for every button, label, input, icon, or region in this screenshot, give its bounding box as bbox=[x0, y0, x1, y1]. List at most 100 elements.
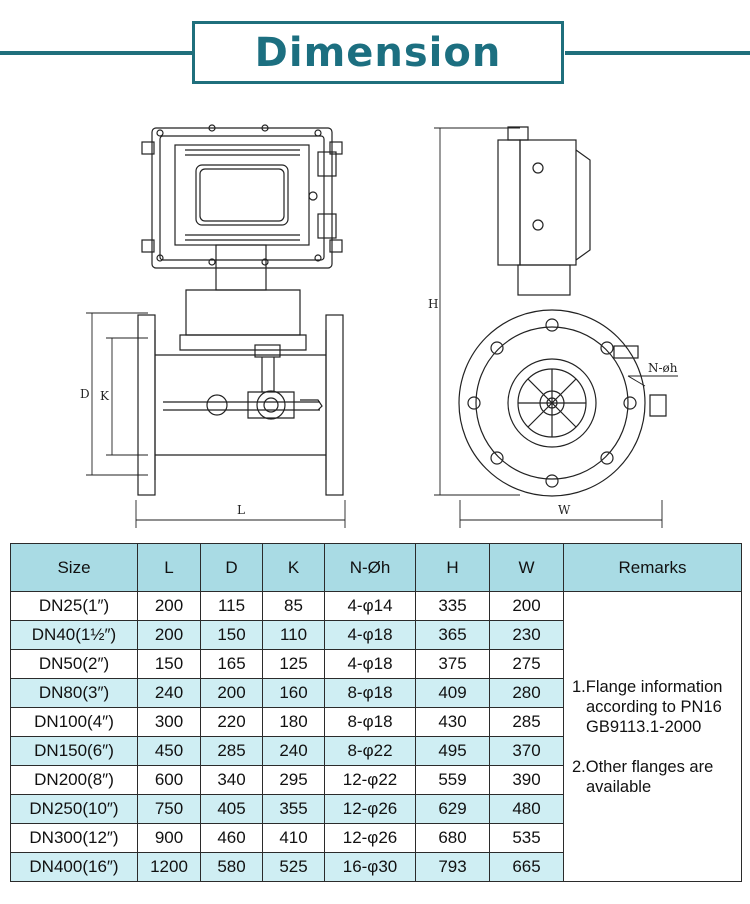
cell-size: DN50(2″) bbox=[10, 649, 138, 679]
cell-d: 115 bbox=[200, 591, 263, 621]
cell-n-oh: 4-φ14 bbox=[324, 591, 416, 621]
cell-d: 340 bbox=[200, 765, 263, 795]
cell-l: 900 bbox=[137, 823, 201, 853]
cell-h: 365 bbox=[415, 620, 490, 650]
cell-k: 125 bbox=[262, 649, 325, 679]
cell-size: DN40(1½″) bbox=[10, 620, 138, 650]
cell-h: 409 bbox=[415, 678, 490, 708]
cell-d: 405 bbox=[200, 794, 263, 824]
cell-d: 580 bbox=[200, 852, 263, 882]
cell-d: 200 bbox=[200, 678, 263, 708]
col-header-d: D bbox=[200, 543, 263, 592]
cell-w: 535 bbox=[489, 823, 564, 853]
cell-l: 600 bbox=[137, 765, 201, 795]
cell-k: 110 bbox=[262, 620, 325, 650]
dimension-drawing: L D K H W N-øh bbox=[80, 124, 678, 528]
cell-h: 680 bbox=[415, 823, 490, 853]
label-holes: N-øh bbox=[648, 361, 678, 375]
table-row: DN400(16″) 1200 580 525 16-φ30 793 665 bbox=[10, 852, 742, 882]
remark-2-line-2: available bbox=[586, 777, 652, 796]
cell-l: 150 bbox=[137, 649, 201, 679]
cell-size: DN200(8″) bbox=[10, 765, 138, 795]
cell-k: 240 bbox=[262, 736, 325, 766]
cell-d: 220 bbox=[200, 707, 263, 737]
cell-w: 285 bbox=[489, 707, 564, 737]
cell-k: 355 bbox=[262, 794, 325, 824]
cell-d: 285 bbox=[200, 736, 263, 766]
cell-size: DN250(10″) bbox=[10, 794, 138, 824]
col-header-remarks: Remarks bbox=[563, 543, 742, 592]
cell-h: 375 bbox=[415, 649, 490, 679]
cell-l: 300 bbox=[137, 707, 201, 737]
cell-h: 495 bbox=[415, 736, 490, 766]
col-header-h: H bbox=[415, 543, 490, 592]
cell-size: DN25(1″) bbox=[10, 591, 138, 621]
header-rule-left bbox=[0, 51, 193, 55]
table-row: DN300(12″) 900 460 410 12-φ26 680 535 bbox=[10, 823, 742, 853]
label-flange-diameter: D bbox=[80, 387, 90, 401]
table-row: DN25(1″) 200 115 85 4-φ14 335 200 1.Flan… bbox=[10, 591, 742, 882]
cell-h: 629 bbox=[415, 794, 490, 824]
table-row: DN250(10″) 750 405 355 12-φ26 629 480 bbox=[10, 794, 742, 824]
cell-k: 180 bbox=[262, 707, 325, 737]
cell-w: 280 bbox=[489, 678, 564, 708]
col-header-size: Size bbox=[10, 543, 138, 592]
cell-k: 160 bbox=[262, 678, 325, 708]
cell-l: 200 bbox=[137, 620, 201, 650]
remark-1-line-2: according to PN16 bbox=[586, 697, 722, 716]
cell-h: 793 bbox=[415, 852, 490, 882]
cell-n-oh: 12-φ26 bbox=[324, 823, 416, 853]
cell-size: DN300(12″) bbox=[10, 823, 138, 853]
remark-1-line-1: 1.Flange information bbox=[572, 677, 723, 696]
remarks-cell: 1.Flange information according to PN16 G… bbox=[563, 591, 742, 882]
page-title: Dimension bbox=[254, 29, 502, 76]
label-height: H bbox=[428, 297, 438, 311]
cell-l: 200 bbox=[137, 591, 201, 621]
col-header-l: L bbox=[137, 543, 201, 592]
col-header-w: W bbox=[489, 543, 564, 592]
cell-n-oh: 8-φ18 bbox=[324, 707, 416, 737]
table-row: DN40(1½″) 200 150 110 4-φ18 365 230 bbox=[10, 620, 742, 650]
cell-size: DN100(4″) bbox=[10, 707, 138, 737]
cell-k: 85 bbox=[262, 591, 325, 621]
cell-w: 390 bbox=[489, 765, 564, 795]
cell-w: 665 bbox=[489, 852, 564, 882]
cell-h: 559 bbox=[415, 765, 490, 795]
cell-w: 230 bbox=[489, 620, 564, 650]
table-row: DN50(2″) 150 165 125 4-φ18 375 275 bbox=[10, 649, 742, 679]
cell-size: DN80(3″) bbox=[10, 678, 138, 708]
col-header-n-oh: N-Øh bbox=[324, 543, 416, 592]
dimension-table: Size L D K N-Øh H W Remarks DN25(1″) 200… bbox=[10, 543, 742, 882]
cell-n-oh: 4-φ18 bbox=[324, 649, 416, 679]
front-view bbox=[86, 124, 346, 528]
cell-n-oh: 16-φ30 bbox=[324, 852, 416, 882]
cell-w: 200 bbox=[489, 591, 564, 621]
cell-k: 410 bbox=[262, 823, 325, 853]
cell-w: 275 bbox=[489, 649, 564, 679]
cell-size: DN150(6″) bbox=[10, 736, 138, 766]
table-row: DN150(6″) 450 285 240 8-φ22 495 370 bbox=[10, 736, 742, 766]
header-banner: Dimension bbox=[192, 21, 564, 84]
cell-l: 240 bbox=[137, 678, 201, 708]
cell-size: DN400(16″) bbox=[10, 852, 138, 882]
cell-n-oh: 8-φ22 bbox=[324, 736, 416, 766]
col-header-k: K bbox=[262, 543, 325, 592]
cell-l: 450 bbox=[137, 736, 201, 766]
label-length: L bbox=[237, 503, 245, 517]
cell-w: 480 bbox=[489, 794, 564, 824]
cell-k: 295 bbox=[262, 765, 325, 795]
side-view bbox=[434, 126, 678, 528]
remark-2-line-1: 2.Other flanges are bbox=[572, 757, 714, 776]
cell-d: 150 bbox=[200, 620, 263, 650]
table-header-row: Size L D K N-Øh H W Remarks bbox=[10, 543, 742, 592]
table-row: DN100(4″) 300 220 180 8-φ18 430 285 bbox=[10, 707, 742, 737]
cell-n-oh: 12-φ26 bbox=[324, 794, 416, 824]
cell-n-oh: 12-φ22 bbox=[324, 765, 416, 795]
cell-l: 1200 bbox=[137, 852, 201, 882]
cell-d: 460 bbox=[200, 823, 263, 853]
cell-n-oh: 4-φ18 bbox=[324, 620, 416, 650]
cell-h: 430 bbox=[415, 707, 490, 737]
cell-d: 165 bbox=[200, 649, 263, 679]
header-rule-right bbox=[565, 51, 750, 55]
cell-n-oh: 8-φ18 bbox=[324, 678, 416, 708]
